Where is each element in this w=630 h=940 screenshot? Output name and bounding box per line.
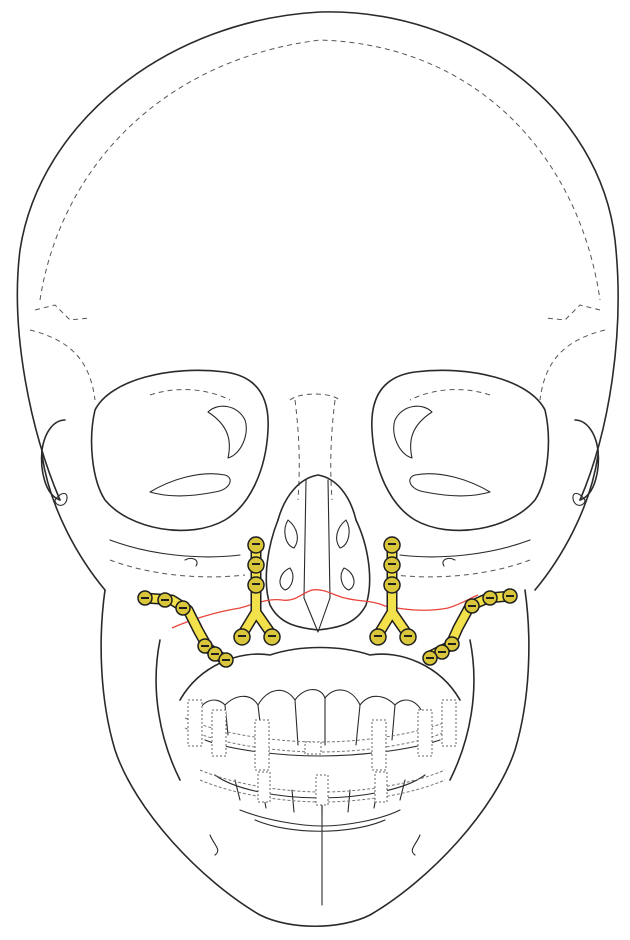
right-orbit	[372, 370, 549, 530]
nasal-bones	[266, 394, 369, 632]
plate-left-zygomaticomaxillary	[138, 591, 233, 667]
plate-right-nasomaxillary	[370, 537, 416, 645]
midface-contours	[110, 540, 530, 577]
plate-left-nasomaxillary	[234, 537, 280, 645]
left-orbit	[92, 370, 269, 530]
plate-right-zygomaticomaxillary	[423, 589, 517, 665]
mandible-outline	[101, 590, 529, 926]
fracture-line	[172, 590, 478, 628]
cranium-outline	[17, 12, 618, 500]
arch-bar-upper	[185, 700, 456, 770]
zygomatic-arches	[42, 420, 599, 590]
